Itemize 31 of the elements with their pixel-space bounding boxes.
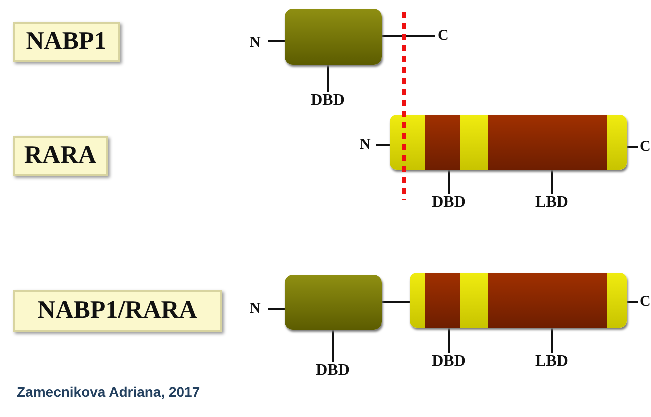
domain-segment	[425, 273, 460, 328]
terminus-label: N	[250, 35, 261, 51]
domain-label: LBD	[529, 194, 575, 212]
linker-line	[382, 301, 410, 303]
name-tag: RARA	[13, 136, 108, 176]
domain-label: DBD	[310, 362, 356, 380]
domain-box	[285, 275, 382, 330]
leader-line	[332, 330, 334, 362]
domain-label: DBD	[426, 194, 472, 212]
credit-text: Zamecnikova Adriana, 2017	[17, 384, 200, 400]
name-tag: NABP1	[13, 22, 120, 62]
protein-bar	[390, 115, 627, 170]
terminus-label: C	[640, 139, 651, 155]
leader-line	[448, 170, 450, 194]
leader-line	[551, 328, 553, 353]
domain-box	[285, 9, 382, 65]
domain-segment	[488, 115, 607, 170]
terminus-label: N	[360, 137, 371, 153]
leader-line	[327, 65, 329, 92]
domain-segment	[425, 115, 460, 170]
terminus-label: C	[640, 294, 651, 310]
protein-bar	[410, 273, 627, 328]
leader-line	[551, 170, 553, 194]
terminus-label: C	[438, 28, 449, 44]
leader-line	[448, 328, 450, 353]
terminus-label: N	[250, 301, 261, 317]
domain-label: DBD	[426, 353, 472, 371]
domain-label: DBD	[305, 92, 351, 110]
name-tag: NABP1/RARA	[13, 290, 222, 332]
domain-segment	[488, 273, 607, 328]
domain-label: LBD	[529, 353, 575, 371]
